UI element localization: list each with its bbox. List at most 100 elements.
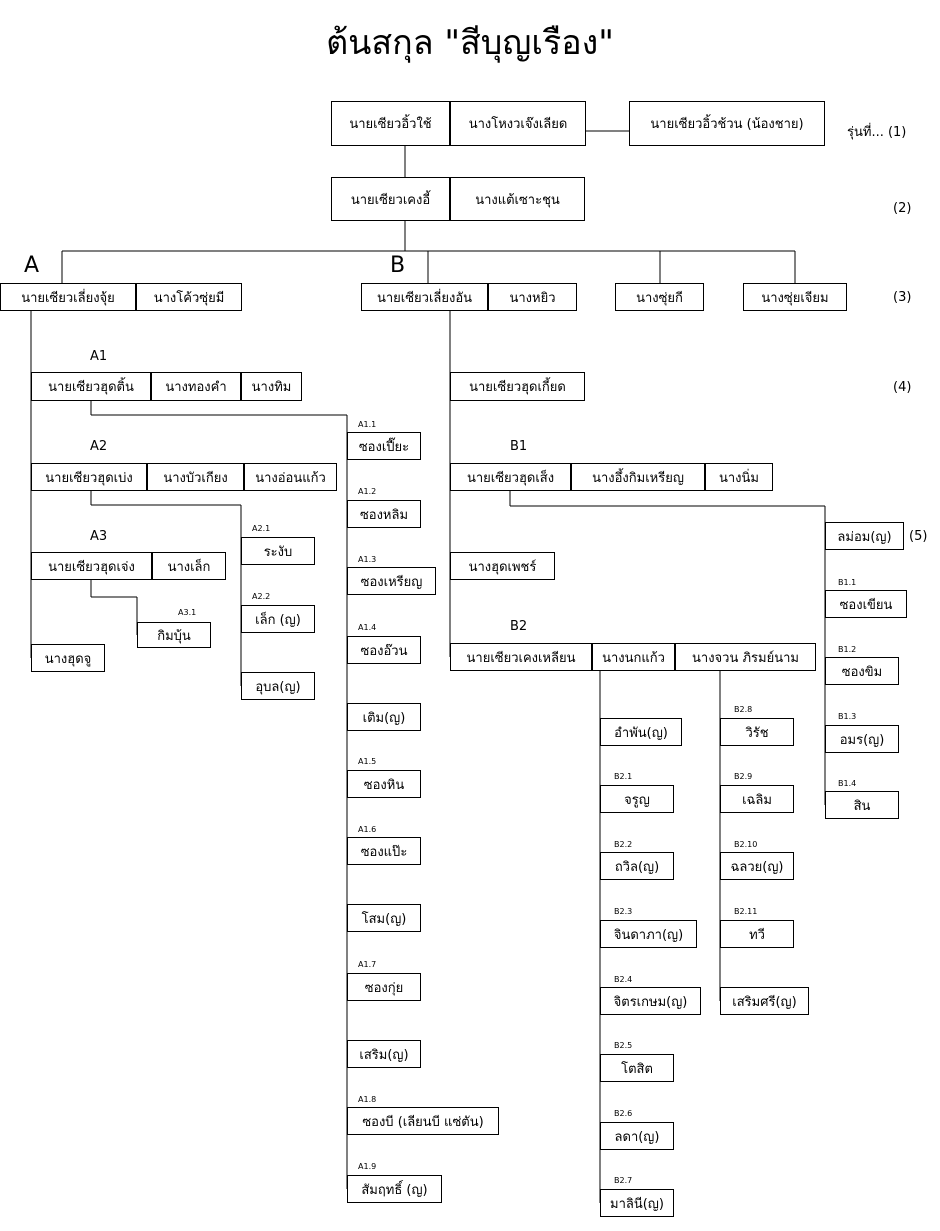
generation-label-2: (2) — [893, 201, 912, 216]
child-tag-a2-2: A2.2 — [252, 592, 271, 601]
child-tag-b2-9: B2.9 — [734, 772, 753, 781]
person-box-sister1: นางซุ่ยกี — [615, 283, 704, 311]
person-box-b-son: นายเซียวฮุดเกี้ยด — [450, 372, 585, 401]
person-box-a1-1: ซองเปี๊ยะ — [347, 432, 421, 460]
person-box-a1-wife2: นางทิม — [241, 372, 302, 401]
person-box-a1-x1: เติม(ญ) — [347, 703, 421, 731]
person-box-b2-11: ทวี — [720, 920, 794, 948]
child-tag-a1-1: A1.1 — [358, 420, 377, 429]
person-box-a1-wife1: นางทองคำ — [151, 372, 241, 401]
person-box-a2-wife1: นางบัวเกียง — [147, 463, 244, 491]
person-box-b-wife: นางหยิว — [488, 283, 577, 311]
section-label-b1: B1 — [510, 439, 528, 454]
person-box-b2-8: วิรัช — [720, 718, 794, 746]
person-box-a1-3: ซองเหรียญ — [347, 567, 436, 595]
person-box-g1-wife: นางโหงวเจ๊งเลียด — [450, 101, 586, 146]
generation-label-5: (5) — [909, 529, 928, 544]
child-tag-b1-4: B1.4 — [838, 779, 857, 788]
person-box-b1-3: อมร(ญ) — [825, 725, 899, 753]
person-box-a1-7: ซองกุ่ย — [347, 973, 421, 1001]
person-box-b2-1: จรูญ — [600, 785, 674, 813]
generation-label-1: รุ่นที่... (1) — [847, 125, 907, 140]
generation-label-3: (3) — [893, 290, 912, 305]
child-tag-a1-3: A1.3 — [358, 555, 377, 564]
person-box-a2-2: เล็ก (ญ) — [241, 605, 315, 633]
child-tag-b2-8: B2.8 — [734, 705, 753, 714]
person-box-b1-2: ซองขิม — [825, 657, 899, 685]
child-tag-b1-3: B1.3 — [838, 712, 857, 721]
person-box-b-husband: นายเซียวเลี่ยงอัน — [361, 283, 488, 311]
person-box-b2-wife1: นางนกแก้ว — [592, 643, 675, 671]
person-box-a2-husband: นายเซียวฮุดเบ่ง — [31, 463, 147, 491]
person-box-b2-6: ลดา(ญ) — [600, 1122, 674, 1150]
person-box-a3-1: กิมบุ้น — [137, 622, 211, 648]
child-tag-b2-3: B2.3 — [614, 907, 633, 916]
person-box-b1-husband: นายเซียวฮุดเส็ง — [450, 463, 571, 491]
person-box-b1-wife1: นางอึ้งกิมเหรียญ — [571, 463, 705, 491]
person-box-a1-x3: เสริม(ญ) — [347, 1040, 421, 1068]
generation-label-4: (4) — [893, 380, 912, 395]
section-label-a3: A3 — [90, 529, 108, 544]
person-box-b1-x: ลม่อม(ญ) — [825, 522, 904, 550]
page-title: ต้นสกุล "สีบุญเรือง" — [326, 23, 614, 63]
person-box-a-daughter: นางฮุดจู — [31, 644, 105, 672]
person-box-a2-1: ระงับ — [241, 537, 315, 565]
child-tag-b2-7: B2.7 — [614, 1176, 633, 1185]
section-label-b2: B2 — [510, 619, 528, 634]
person-box-b2-9: เฉลิม — [720, 785, 794, 813]
person-box-b2-husband: นายเซียวเคงเหลียน — [450, 643, 592, 671]
person-box-a1-8: ซองบี (เลียนบี แซ่ตัน) — [347, 1107, 499, 1135]
person-box-a1-x2: โสม(ญ) — [347, 904, 421, 932]
person-box-a-husband: นายเซียวเลี่ยงจุ้ย — [0, 283, 136, 311]
person-box-a2-3: อุบล(ญ) — [241, 672, 315, 700]
person-box-g2-wife: นางแต้เซาะชุน — [450, 177, 585, 221]
section-label-a1: A1 — [90, 349, 108, 364]
person-box-a1-4: ซองอ๊วน — [347, 636, 421, 664]
section-label-a2: A2 — [90, 439, 108, 454]
person-box-a3-husband: นายเซียวฮุดเจ่ง — [31, 552, 152, 580]
child-tag-b2-4: B2.4 — [614, 975, 633, 984]
person-box-g1-husband: นายเซียวอิ้วใช้ — [331, 101, 450, 146]
person-box-a1-2: ซองหลิม — [347, 500, 421, 528]
person-box-b-daughter: นางฮุดเพชร์ — [450, 552, 555, 580]
child-tag-a3-1: A3.1 — [178, 608, 197, 617]
person-box-a1-6: ซองแป๊ะ — [347, 837, 421, 865]
person-box-b2-wife2: นางจวน ภิรมย์นาม — [675, 643, 816, 671]
person-box-a3-wife: นางเล็ก — [152, 552, 226, 580]
person-box-b2-3: จินดาภา(ญ) — [600, 920, 697, 948]
person-box-b2-4: จิตรเกษม(ญ) — [600, 987, 701, 1015]
child-tag-b2-1: B2.1 — [614, 772, 633, 781]
child-tag-a1-8: A1.8 — [358, 1095, 377, 1104]
person-box-a1-9: สัมฤทธิ์ (ญ) — [347, 1175, 442, 1203]
child-tag-a1-2: A1.2 — [358, 487, 377, 496]
person-box-b1-1: ซองเขียน — [825, 590, 907, 618]
person-box-a1-5: ซองหิน — [347, 770, 421, 798]
person-box-g1-brother: นายเซียวอิ้วช้วน (น้องชาย) — [629, 101, 825, 146]
child-tag-a1-7: A1.7 — [358, 960, 377, 969]
child-tag-b2-6: B2.6 — [614, 1109, 633, 1118]
person-box-b2-5: โตสิต — [600, 1054, 674, 1082]
child-tag-a1-6: A1.6 — [358, 825, 377, 834]
branch-letter-a: A — [24, 253, 40, 278]
child-tag-a2-1: A2.1 — [252, 524, 271, 533]
child-tag-a1-9: A1.9 — [358, 1162, 377, 1171]
child-tag-b2-5: B2.5 — [614, 1041, 633, 1050]
child-tag-b2-10: B2.10 — [734, 840, 758, 849]
person-box-a-wife: นางโค้วซุ่ยมี — [136, 283, 242, 311]
person-box-sister2: นางซุ่ยเจียม — [743, 283, 847, 311]
person-box-a2-wife2: นางอ่อนแก้ว — [244, 463, 337, 491]
person-box-b2-10: ฉลวย(ญ) — [720, 852, 794, 880]
child-tag-b1-1: B1.1 — [838, 578, 857, 587]
person-box-b2-2: ถวิล(ญ) — [600, 852, 674, 880]
person-box-g2-husband: นายเซียวเคงอี้ — [331, 177, 450, 221]
person-box-b2-x: อำพัน(ญ) — [600, 718, 682, 746]
child-tag-a1-4: A1.4 — [358, 623, 377, 632]
child-tag-b2-2: B2.2 — [614, 840, 633, 849]
person-box-b2-7: มาลินี(ญ) — [600, 1189, 674, 1217]
person-box-b1-4: สิน — [825, 791, 899, 819]
child-tag-b1-2: B1.2 — [838, 645, 857, 654]
branch-letter-b: B — [390, 253, 406, 278]
person-box-b2-x2: เสริมศรี(ญ) — [720, 987, 809, 1015]
child-tag-a1-5: A1.5 — [358, 757, 377, 766]
person-box-b1-wife2: นางนิ่ม — [705, 463, 773, 491]
